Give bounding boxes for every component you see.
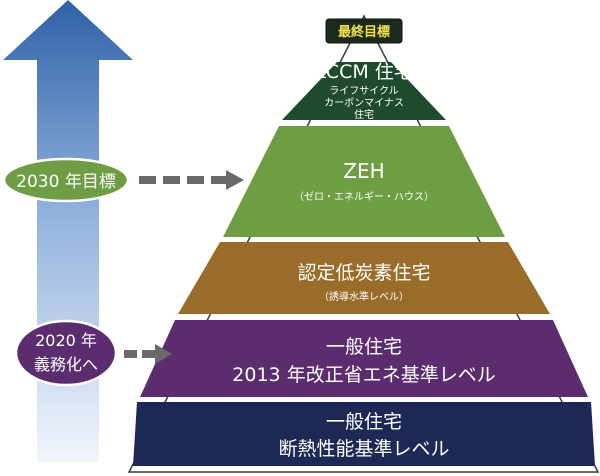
dashed-arrow-2020	[124, 344, 172, 364]
tier-lccm-band	[282, 62, 446, 120]
tier-standard-insulation-title-2: 断熱性能基準レベル	[278, 438, 449, 460]
tier-lccm-title: LCCM 住宅	[315, 61, 413, 83]
tier-standard-2013-band	[140, 320, 588, 397]
tier-low-carbon-title: 認定低炭素住宅	[297, 262, 430, 284]
badge-2020-line-1: 2020 年	[35, 331, 97, 350]
goal-badge-label: 最終目標	[338, 24, 390, 40]
badge-2020: 2020 年 義務化へ	[14, 319, 118, 387]
tier-zeh-band	[223, 126, 505, 237]
tier-lccm-subtitle-3: 住宅	[354, 108, 374, 121]
goal-badge: 最終目標	[325, 18, 403, 44]
upward-arrow	[3, 0, 133, 462]
tier-lccm-subtitle-1: ライフサイクル	[329, 85, 399, 97]
dashed-arrow-2030	[139, 170, 244, 190]
tier-standard-insulation-band	[133, 402, 595, 466]
tier-standard-2013-title-2: 2013 年改正省エネ基準レベル	[232, 364, 495, 386]
badge-2030-label: 2030 年目標	[16, 172, 116, 192]
tier-zeh-subtitle: （ゼロ・エネルギー・ハウス）	[294, 191, 434, 203]
tier-zeh-title: ZEH	[343, 159, 384, 183]
tier-low-carbon-band	[178, 242, 550, 314]
badge-2020-line-2: 義務化へ	[34, 355, 98, 374]
tier-standard-2013-title-1: 一般住宅	[326, 336, 402, 358]
tier-standard-insulation-title-1: 一般住宅	[326, 411, 402, 433]
tier-low-carbon-subtitle: （誘導水準レベル）	[319, 290, 409, 303]
tier-lccm-subtitle-2: カーボンマイナス	[324, 97, 404, 109]
badge-2030: 2030 年目標	[2, 157, 130, 203]
